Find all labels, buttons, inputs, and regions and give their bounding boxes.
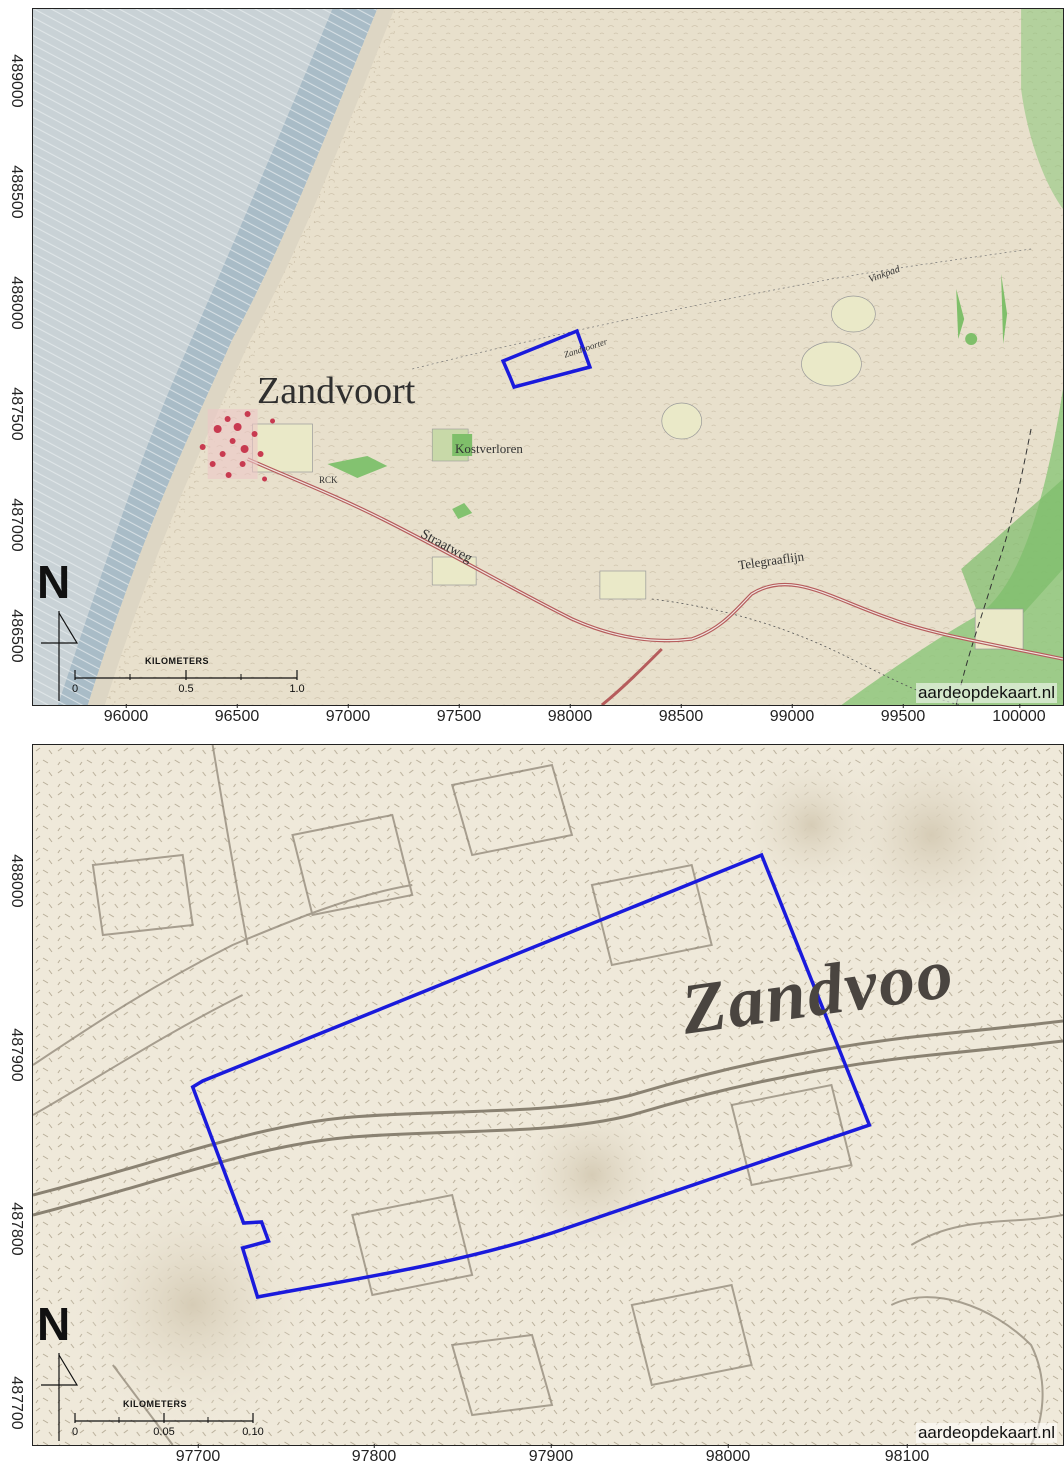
x-tick: 99000 xyxy=(769,704,815,725)
x-tick: 97500 xyxy=(436,704,482,725)
detail-map-panel: 488000 487900 487800 487700 xyxy=(0,736,1064,1469)
scalebar-label: 0.05 xyxy=(153,1426,175,1438)
beach-strip xyxy=(87,9,395,705)
detail-map-canvas xyxy=(33,745,1063,1445)
map-credit: aardeopdekaart.nl xyxy=(915,1423,1057,1443)
north-arrow-icon xyxy=(41,1353,79,1441)
x-tick: 98000 xyxy=(547,704,593,725)
x-tick: 100000 xyxy=(992,704,1046,725)
north-arrow-label: N xyxy=(37,1298,71,1350)
label-kostverloren: Kostverloren xyxy=(455,441,523,456)
overview-map-panel: 489000 488500 488000 487500 487000 48650… xyxy=(0,0,1064,730)
scalebar-title: KILOMETERS xyxy=(123,1399,188,1409)
label-rck: RCK xyxy=(319,475,338,485)
north-arrow-icon xyxy=(41,611,79,701)
scalebar-label: 0.5 xyxy=(178,683,194,695)
scalebar-bottom: KILOMETERS 0 0.05 0.10 xyxy=(71,1397,273,1442)
x-tick: 97800 xyxy=(351,1444,397,1465)
x-tick: 99500 xyxy=(880,704,926,725)
y-axis-bottom: 488000 487900 487800 487700 xyxy=(8,854,25,1430)
study-area-boundary xyxy=(500,328,593,390)
x-tick: 98100 xyxy=(884,1444,930,1465)
town-zandvoort xyxy=(199,409,276,482)
parcel-lines xyxy=(33,745,1063,1445)
x-tick: 98500 xyxy=(658,704,704,725)
overview-map-canvas xyxy=(33,9,1063,705)
x-tick: 97700 xyxy=(175,1444,221,1465)
x-tick: 97900 xyxy=(528,1444,574,1465)
map-credit: aardeopdekaart.nl xyxy=(915,683,1057,703)
x-tick: 98000 xyxy=(705,1444,751,1465)
old-road xyxy=(33,1019,1063,1197)
overview-map[interactable]: Zandvoort Kostverloren Straatweg Telegra… xyxy=(32,8,1064,706)
scalebar-label: 0.10 xyxy=(242,1426,264,1438)
study-area-boundary xyxy=(190,852,872,1300)
detail-map[interactable]: Zandvoo N KILOMETERS 0 0.05 0.10 aardeop… xyxy=(32,744,1064,1446)
x-axis-top: 96000 96500 97000 97500 98000 98500 9900… xyxy=(32,704,1064,730)
scalebar-label: 0 xyxy=(71,683,79,695)
y-axis-top: 489000 488500 488000 487500 487000 48650… xyxy=(8,54,25,663)
x-tick: 96000 xyxy=(103,704,149,725)
scalebar-label: 0 xyxy=(71,1426,79,1438)
x-tick: 96500 xyxy=(214,704,260,725)
place-label-zandvoort: Zandvoort xyxy=(257,370,416,412)
scalebar-title: KILOMETERS xyxy=(145,656,210,666)
x-axis-bottom: 97700 97800 97900 98000 98100 xyxy=(32,1444,1064,1470)
scalebar-label: 1.0 xyxy=(289,683,305,695)
scalebar-top: KILOMETERS 0 0.5 1.0 xyxy=(71,654,305,699)
x-tick: 97000 xyxy=(325,704,371,725)
north-arrow-label: N xyxy=(37,556,71,608)
